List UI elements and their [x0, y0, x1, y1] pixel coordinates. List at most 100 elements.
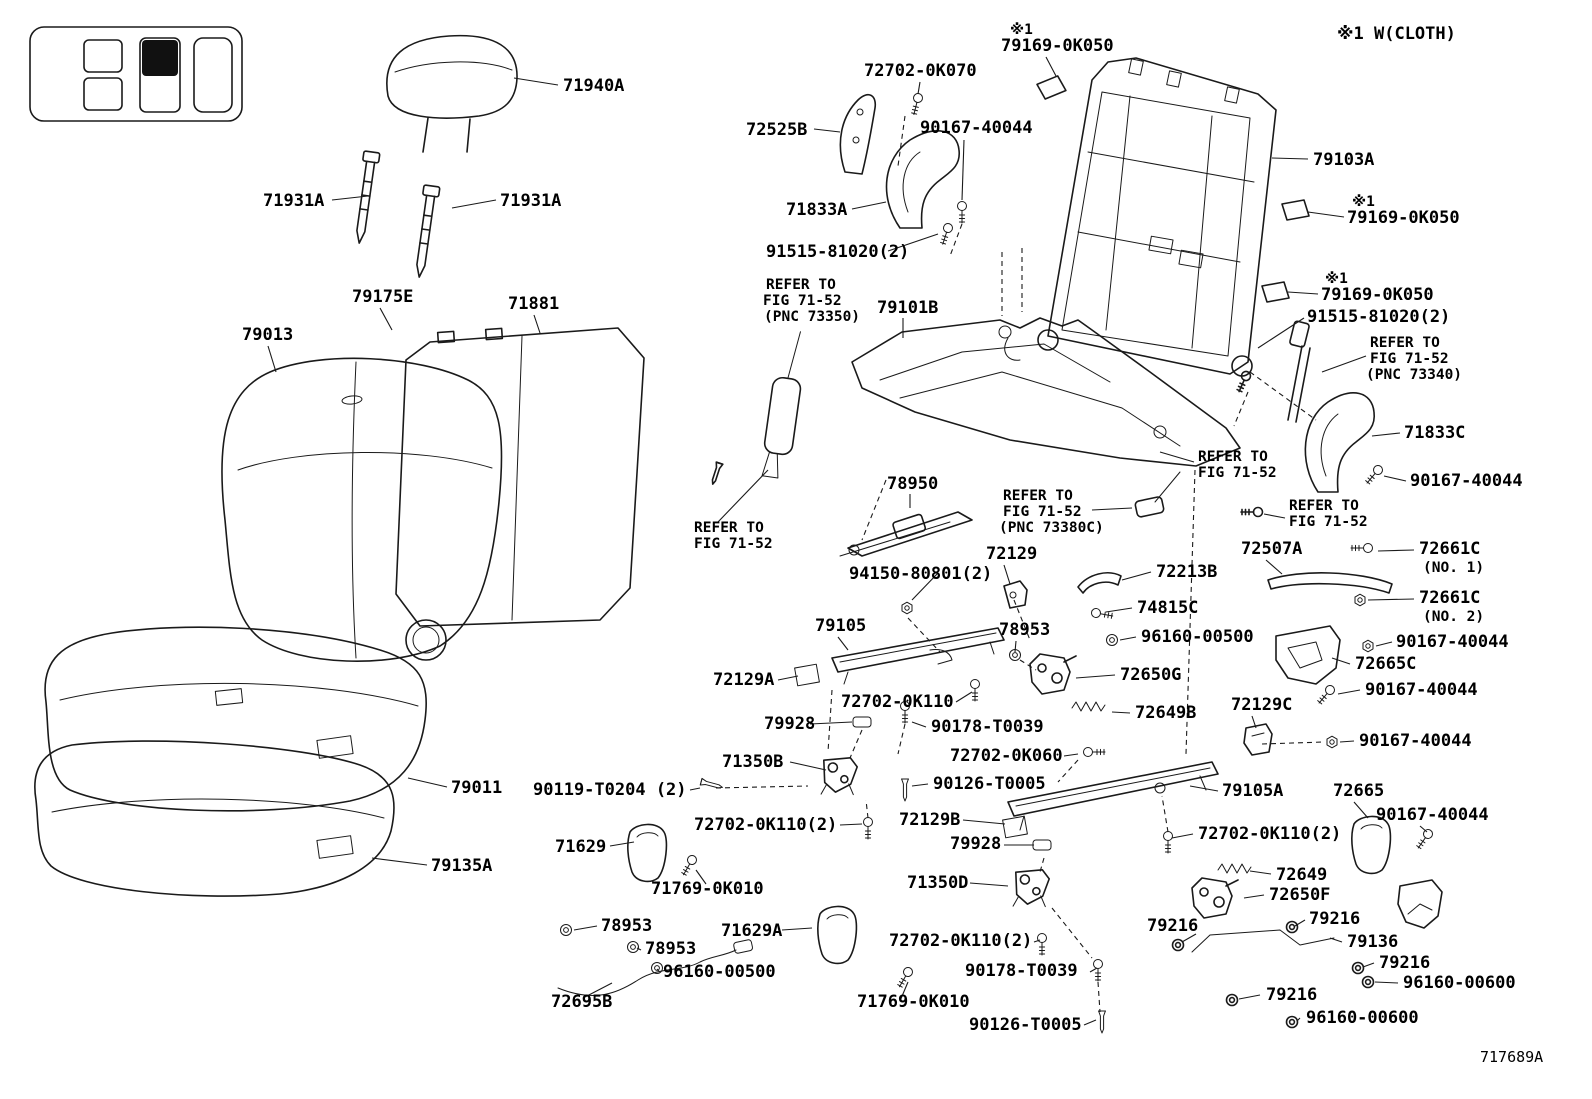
part-label: 72649	[1276, 865, 1327, 885]
trim-72213B-art	[1077, 572, 1122, 594]
highlighted-seat-cell	[142, 40, 178, 76]
part-label: 90167-40044	[1359, 731, 1472, 751]
part-label: 72129A	[713, 670, 774, 690]
latch-72650F-art	[1191, 877, 1239, 919]
refer-note: REFER TO	[1289, 498, 1359, 514]
part-label: 72650G	[1120, 665, 1181, 685]
refer-note: REFER TO	[766, 277, 836, 293]
refer-note: FIG 71-52	[1289, 514, 1368, 530]
part-label: 90167-40044	[920, 118, 1033, 138]
figure-code: 717689A	[1480, 1048, 1543, 1066]
part-label: 79216	[1147, 916, 1198, 936]
part-label: 79216	[1379, 953, 1430, 973]
part-label: 72702-0K070	[864, 61, 977, 81]
hinge-rear-art	[1010, 865, 1052, 912]
part-label: 79105	[815, 616, 866, 636]
belt-retractor-art	[708, 331, 802, 487]
part-label: 79928	[950, 834, 1001, 854]
seat-back-cover-art	[395, 327, 645, 661]
part-label: 72525B	[746, 120, 807, 140]
seat-position-legend	[29, 26, 243, 122]
refer-note: (PNC 73340)	[1366, 367, 1462, 383]
rod-79136-art	[1171, 920, 1375, 1029]
cover-71629-art	[627, 823, 668, 883]
spring-72649-art	[1217, 863, 1252, 874]
seat-lower-pad-art	[34, 740, 395, 897]
part-label: 72129B	[899, 810, 960, 830]
part-label: 90126-T0005	[933, 774, 1046, 794]
part-label: 72507A	[1241, 539, 1302, 559]
part-label: 79169-0K050	[1347, 208, 1460, 228]
seat-cushion-art	[44, 626, 427, 812]
seat-base-frame-art	[851, 317, 1241, 467]
part-label: 72702-0K110(2)	[1198, 824, 1341, 844]
part-label: 71350B	[722, 752, 783, 772]
part-label: 91515-81020(2)	[766, 242, 909, 262]
part-label: 79135A	[431, 856, 492, 876]
part-label: 94150-80801(2)	[849, 564, 992, 584]
headrest-support-art	[356, 150, 441, 278]
note-label: ※1	[1352, 194, 1375, 210]
part-label: 71629	[555, 837, 606, 857]
part-label: 71629A	[721, 921, 782, 941]
part-label: 90178-T0039	[931, 717, 1044, 737]
part-label: 72702-0K060	[950, 746, 1063, 766]
part-label: 71350D	[907, 873, 968, 893]
bracket-72665C-art	[1275, 625, 1341, 685]
part-label: 72649B	[1135, 703, 1196, 723]
part-label: 79136	[1347, 932, 1398, 952]
part-label: 72665C	[1355, 654, 1416, 674]
part-label: 74815C	[1137, 598, 1198, 618]
part-sub-label: (NO. 1)	[1423, 560, 1484, 576]
part-label: 79216	[1266, 985, 1317, 1005]
part-label: 90126-T0005	[969, 1015, 1082, 1035]
part-label: 78953	[601, 916, 652, 936]
part-label: 71881	[508, 294, 559, 314]
part-label: 79011	[451, 778, 502, 798]
part-label: 78953	[645, 939, 696, 959]
belt-guide-art	[839, 93, 877, 175]
refer-note: FIG 71-52	[1370, 351, 1449, 367]
part-label: 96160-00500	[663, 962, 776, 982]
part-label: 72695B	[551, 992, 612, 1012]
hinge-front-art	[818, 753, 860, 800]
note-label: ※1	[1010, 22, 1033, 38]
note-label: ※1	[1325, 271, 1348, 287]
part-label: 71940A	[563, 76, 624, 96]
part-label: 79175E	[352, 287, 413, 307]
part-label: 72650F	[1269, 885, 1330, 905]
part-label: 79169-0K050	[1321, 285, 1434, 305]
part-label: 79216	[1309, 909, 1360, 929]
refer-note: REFER TO	[694, 520, 764, 536]
part-label: 78950	[887, 474, 938, 494]
part-label: 71931A	[263, 191, 324, 211]
refer-note: REFER TO	[1198, 449, 1268, 465]
cover-72665F-art	[1397, 879, 1443, 929]
part-label: 96160-00600	[1403, 973, 1516, 993]
rail-rear-art	[1002, 761, 1219, 839]
part-label: 90119-T0204 (2)	[533, 780, 687, 800]
part-label: 71769-0K010	[857, 992, 970, 1012]
refer-note: REFER TO	[1003, 488, 1073, 504]
cover-71629A-art	[817, 905, 858, 965]
refer-note: (PNC 73380C)	[999, 520, 1104, 536]
part-label: 79928	[764, 714, 815, 734]
seat-back-frame-art	[1037, 57, 1277, 377]
refer-note: FIG 71-52	[1198, 465, 1277, 481]
headrest-art	[386, 34, 518, 153]
refer-note: (PNC 73350)	[764, 309, 860, 325]
rail-front-art	[794, 627, 1005, 687]
part-label: 79105A	[1222, 781, 1283, 801]
strap-art	[839, 511, 973, 557]
part-label: 90167-40044	[1410, 471, 1523, 491]
part-label: 72661C	[1419, 539, 1480, 559]
part-label: 72702-0K110	[841, 692, 954, 712]
part-label: 79169-0K050	[1001, 36, 1114, 56]
part-label: 72213B	[1156, 562, 1217, 582]
part-label: 71833A	[786, 200, 847, 220]
bracket-72129-art	[1003, 580, 1028, 609]
part-label: 78953	[999, 620, 1050, 640]
bracket-72129C-art	[1243, 723, 1273, 756]
part-label: 71931A	[500, 191, 561, 211]
